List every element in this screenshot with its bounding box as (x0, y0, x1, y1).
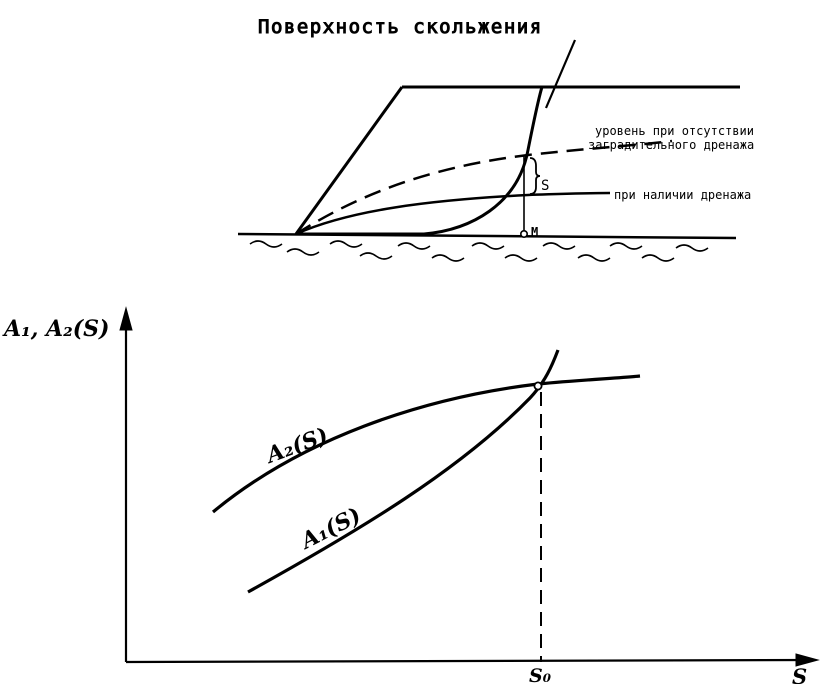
s0-label: S₀ (529, 665, 552, 684)
m-label: M (531, 225, 538, 239)
level-without-drain-line1: уровень при отсутствии (595, 124, 754, 138)
y-axis-arrow (119, 306, 133, 331)
s-brace (529, 157, 541, 195)
s-label: S (541, 178, 549, 194)
a1-curve-label: A₁(S) (295, 502, 365, 555)
a2-curve (211, 374, 641, 514)
slip-surface-curve (296, 86, 544, 236)
y-axis-label: A₁, A₂(S) (2, 316, 109, 342)
dam-cross-section: Поверхность скольжения (237, 16, 740, 262)
water-waves (249, 240, 709, 262)
phreatic-line-without-drain (295, 139, 673, 236)
level-without-drain-line2: заградительного дренажа (588, 138, 754, 152)
x-axis-arrow (795, 653, 820, 667)
a2-curve-label: A₂(S) (261, 423, 331, 470)
intersection-marker (533, 381, 543, 391)
dam-slope-line (294, 86, 404, 235)
x-axis (125, 658, 811, 664)
phreatic-line-with-drain (295, 191, 611, 236)
slip-surface-title: Поверхность скольжения (258, 16, 543, 38)
a1-curve (247, 349, 560, 594)
point-m-marker (519, 230, 528, 239)
level-with-drain-label: при наличии дренажа (614, 188, 751, 202)
title-leader-line (544, 39, 577, 109)
stability-plot (119, 306, 820, 667)
x-axis-label: S (792, 664, 807, 684)
